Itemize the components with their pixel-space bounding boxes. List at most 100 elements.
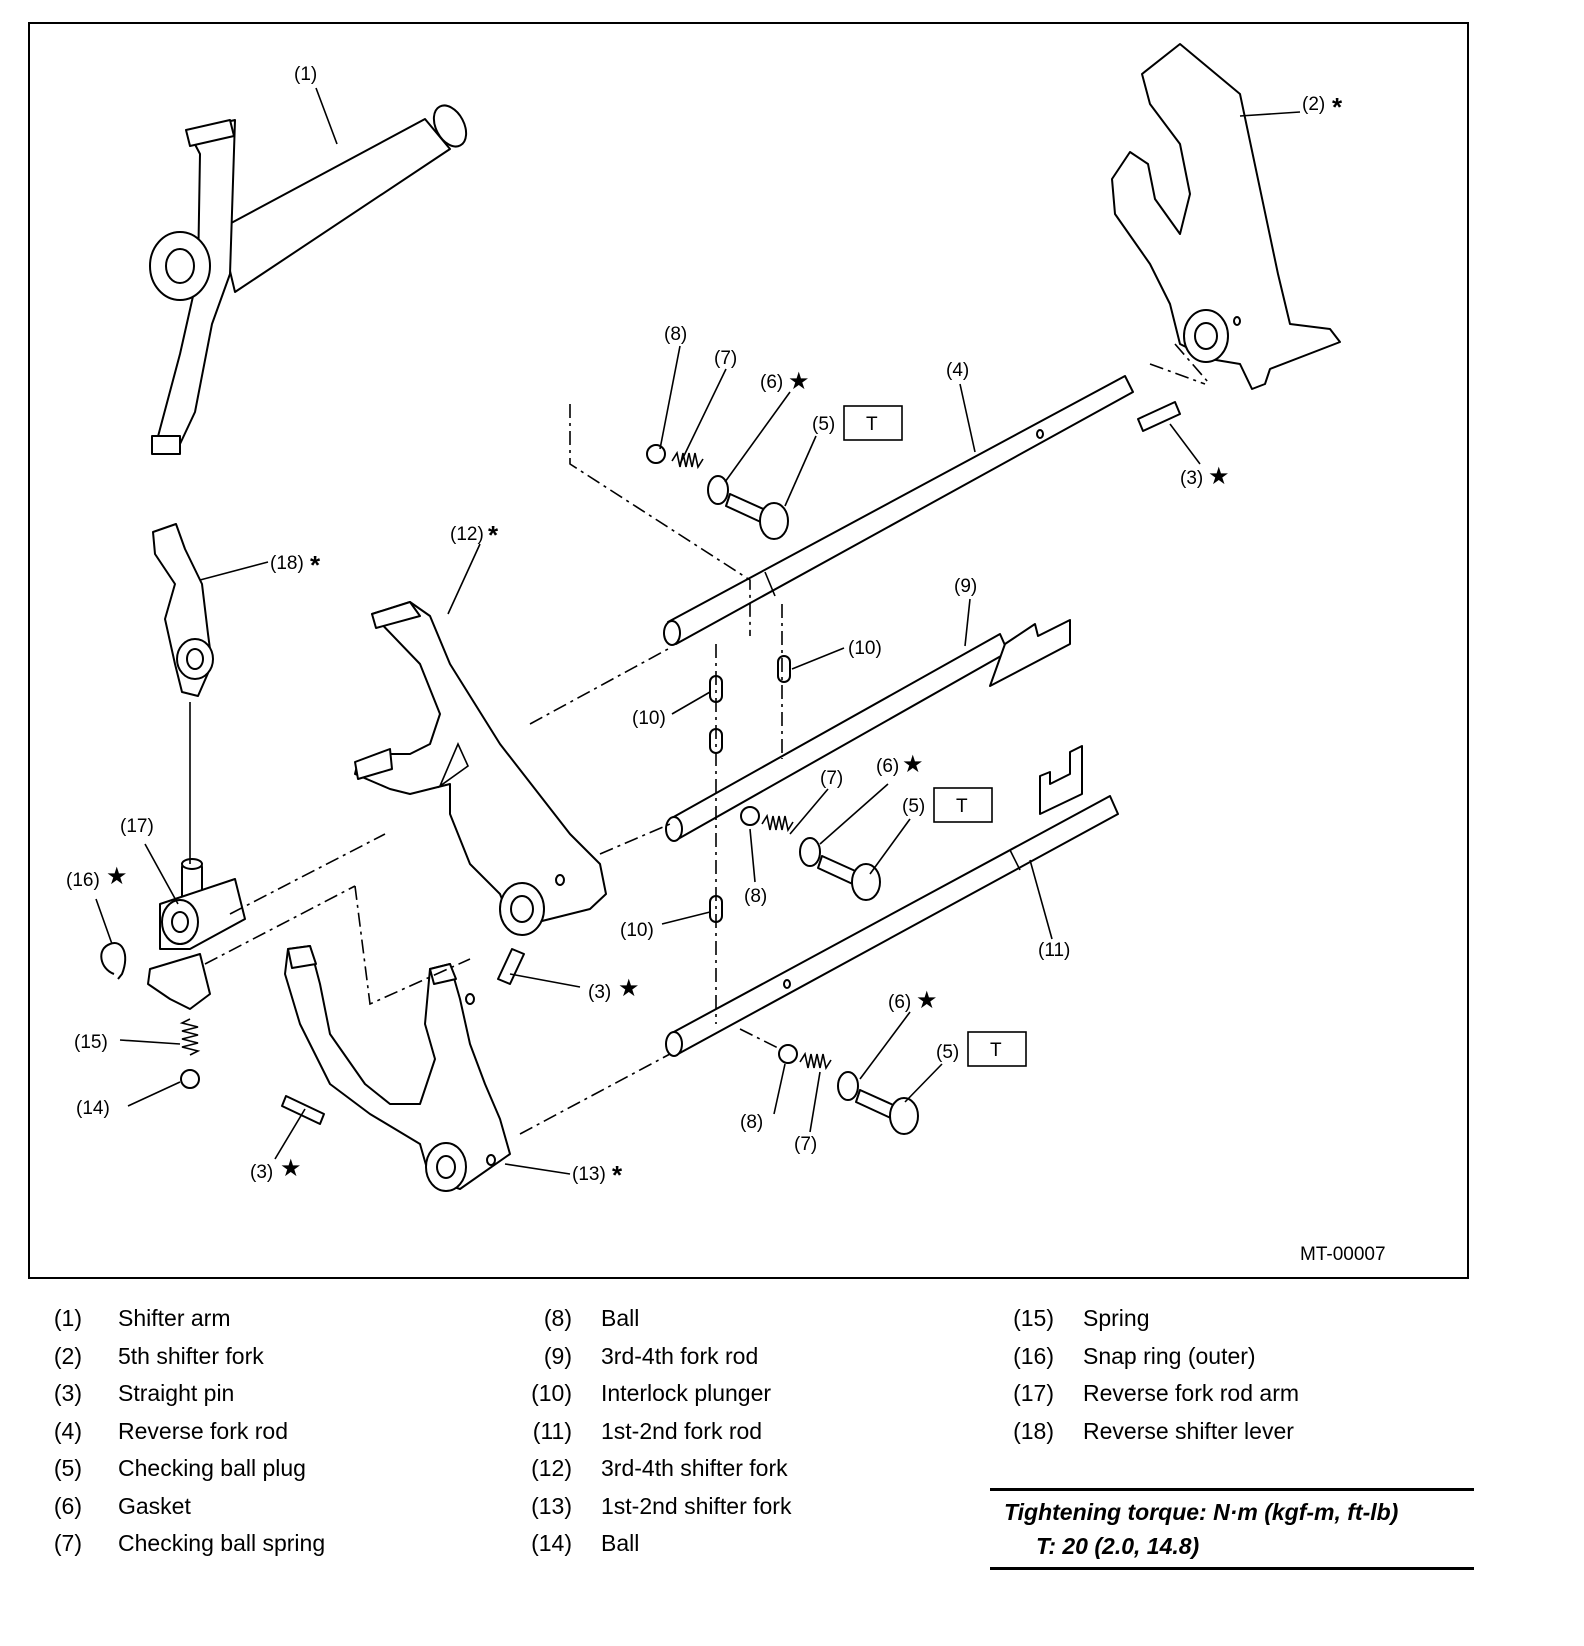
legend-text: 1st-2nd fork rod — [601, 1417, 763, 1444]
legend-row: (4) Reverse fork rod — [52, 1413, 325, 1451]
diagram-frame: (1) (2) * (8) (7) (6) ★ (5) T (4) (3) ★ … — [28, 22, 1469, 1279]
legend-text: Reverse fork rod — [118, 1417, 289, 1444]
third-fourth-shifter-fork-part — [354, 601, 607, 936]
torque-mark-box — [933, 787, 993, 823]
callout-10: (10) — [848, 638, 882, 659]
callout-1: (1) — [294, 64, 317, 85]
legend-text: 3rd-4th shifter fork — [601, 1455, 788, 1482]
legend-text: Snap ring (outer) — [1083, 1342, 1256, 1369]
callout-7: (7) — [714, 348, 737, 369]
gasket-6-part — [837, 1071, 859, 1101]
legend-number: (7) — [53, 1530, 82, 1557]
callout-11: (11) — [1038, 940, 1070, 961]
asterisk-mark: * — [488, 520, 499, 550]
legend-text: Shifter arm — [118, 1305, 231, 1332]
asterisk-mark: * — [310, 550, 321, 580]
callout-6: (6) — [888, 992, 911, 1013]
parts-legend: (1)Shifter arm (2)5th shifter fork (3)St… — [0, 1300, 1584, 1600]
legend-number: (9) — [543, 1342, 572, 1369]
legend-row: (12) 3rd-4th shifter fork — [528, 1450, 791, 1488]
legend-number: (4) — [53, 1417, 82, 1444]
callout-3: (3) — [250, 1162, 273, 1183]
legend-number: (18) — [1013, 1417, 1054, 1444]
callout-12: (12) — [450, 524, 484, 545]
assembly-guide-lines — [189, 343, 1209, 1135]
callout-8: (8) — [664, 324, 687, 345]
legend-text: 1st-2nd shifter fork — [601, 1492, 792, 1519]
snap-ring-part — [100, 942, 127, 980]
legend-column-b: (8)Ball (9)3rd-4th fork rod (10)Interloc… — [528, 1300, 791, 1563]
callout-3: (3) — [588, 982, 611, 1003]
callout-3: (3) — [1180, 468, 1203, 489]
legend-number: (1) — [53, 1305, 82, 1332]
callout-5: (5) — [812, 414, 835, 435]
legend-row: (7)Checking ball spring — [52, 1525, 325, 1563]
reverse-fork-rod-part — [663, 375, 1134, 646]
star-mark: ★ — [916, 987, 938, 1014]
callout-7: (7) — [794, 1134, 817, 1155]
legend-text: Ball — [601, 1305, 640, 1332]
legend-number: (5) — [53, 1455, 82, 1482]
gasket-6-part — [799, 837, 821, 867]
legend-row: (17) Reverse fork rod arm — [1010, 1375, 1299, 1413]
exploded-view-drawing: (1) (2) * (8) (7) (6) ★ (5) T (4) (3) ★ … — [66, 43, 1386, 1265]
legend-column-c: (15) Spring (16)Snap ring (outer) (17) Rev… — [1010, 1300, 1299, 1450]
legend-text: Reverse shifter lever — [1083, 1417, 1294, 1444]
callout-8: (8) — [740, 1112, 763, 1133]
legend-row: (3)Straight pin — [52, 1375, 325, 1413]
callout-5: (5) — [936, 1042, 959, 1063]
callout-18: (18) — [270, 553, 304, 574]
legend-number: (15) — [1013, 1305, 1054, 1332]
spring-7-part — [799, 1051, 832, 1071]
legend-number: (11) — [532, 1417, 572, 1444]
legend-number: (14) — [531, 1530, 572, 1557]
legend-column-a: (1)Shifter arm (2)5th shifter fork (3)St… — [52, 1300, 325, 1563]
legend-row: (6)Gasket — [52, 1488, 325, 1526]
checking-ball-plug-part — [725, 493, 789, 540]
torque-mark-letter: T — [866, 414, 878, 435]
callout-15: (15) — [74, 1032, 108, 1053]
callout-8: (8) — [744, 886, 767, 907]
callout-14: (14) — [76, 1098, 110, 1119]
callout-6: (6) — [760, 372, 783, 393]
straight-pin-part — [497, 948, 525, 985]
gasket-6-part — [707, 475, 729, 505]
spring-7-part — [761, 813, 794, 833]
legend-text: Straight pin — [118, 1380, 235, 1407]
torque-mark-box — [967, 1031, 1027, 1067]
leader-lines — [95, 87, 1301, 1175]
legend-text: Spring — [1083, 1305, 1150, 1332]
callout-6: (6) — [876, 756, 899, 777]
tightening-torque-box: Tightening torque: N·m (kgf-m, ft-lb) T:… — [990, 1488, 1474, 1570]
checking-ball-plug-part — [855, 1089, 919, 1135]
legend-row: (18) Reverse shifter lever — [1010, 1413, 1299, 1451]
legend-text: Reverse fork rod arm — [1083, 1380, 1300, 1407]
legend-number: (2) — [53, 1342, 82, 1369]
legend-number: (6) — [53, 1492, 82, 1519]
callout-13: (13) — [572, 1164, 606, 1185]
shifter-arm-part — [149, 104, 468, 455]
interlock-plunger-part — [777, 655, 791, 683]
legend-row: (11) 1st-2nd fork rod — [528, 1413, 791, 1451]
straight-pin-part — [1137, 401, 1181, 432]
legend-number: (8) — [543, 1305, 572, 1332]
torque-mark-letter: T — [990, 1040, 1002, 1061]
tightening-torque-title: Tightening torque: N·m (kgf-m, ft-lb) — [1004, 1499, 1399, 1525]
legend-row: (15) Spring — [1010, 1300, 1299, 1338]
callout-labels: (1) (2) * (8) (7) (6) ★ (5) T (4) (3) ★ … — [66, 64, 1386, 1265]
legend-row: (16)Snap ring (outer) — [1010, 1338, 1299, 1376]
asterisk-mark: * — [612, 1160, 623, 1190]
legend-number: (17) — [1013, 1380, 1054, 1407]
legend-number: (12) — [531, 1455, 572, 1482]
legend-row: (5)Checking ball plug — [52, 1450, 325, 1488]
star-mark: ★ — [618, 975, 640, 1002]
star-mark: ★ — [1208, 463, 1230, 490]
callout-16: (16) — [66, 870, 100, 891]
legend-row: (1) Shifter arm — [52, 1300, 325, 1338]
spring-15-part — [179, 1018, 201, 1056]
asterisk-mark: * — [1332, 92, 1343, 122]
legend-row: (8) Ball — [528, 1300, 791, 1338]
callout-10: (10) — [632, 708, 666, 729]
callout-5: (5) — [902, 796, 925, 817]
callout-2: (2) — [1302, 94, 1325, 115]
